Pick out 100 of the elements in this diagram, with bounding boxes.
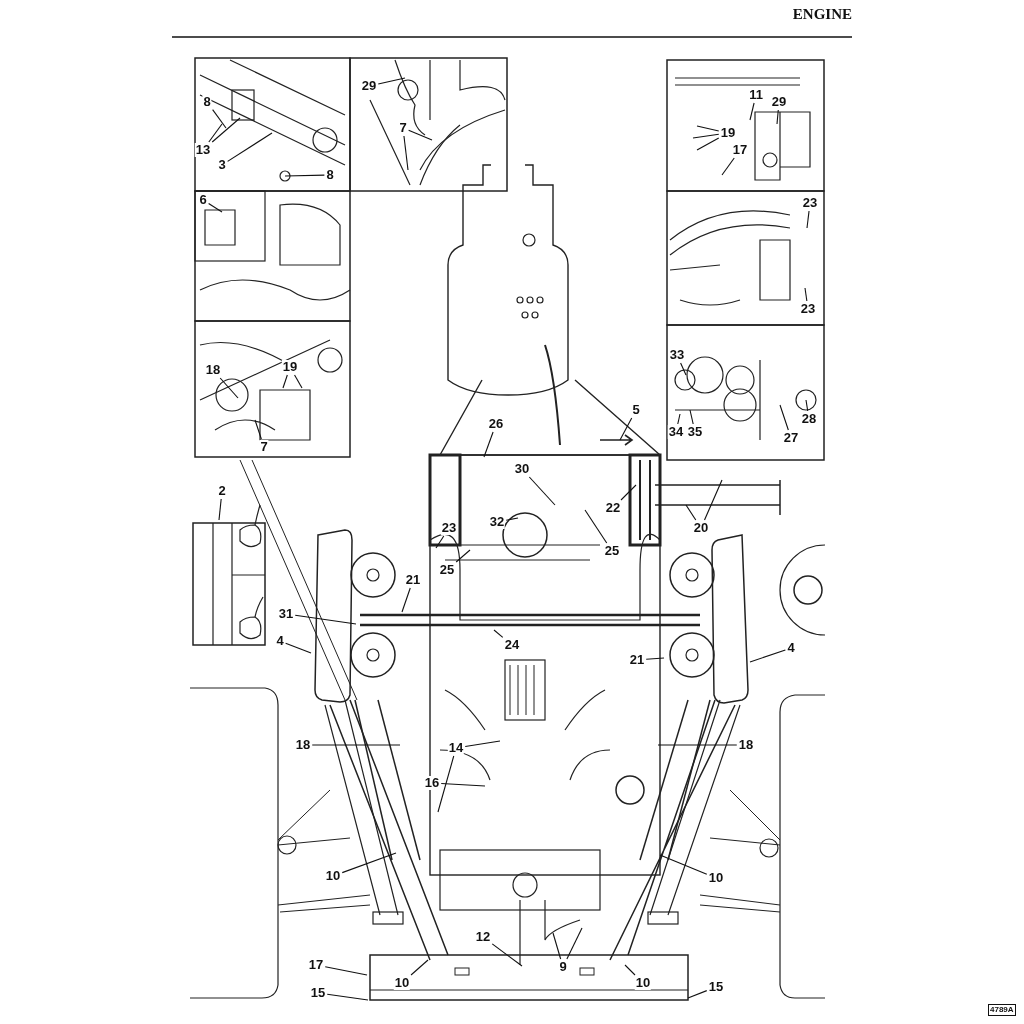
leader-line (696, 137, 720, 151)
leader-line (208, 123, 223, 143)
leader-line (227, 132, 273, 162)
callout-number: 27 (782, 431, 800, 445)
callout-number: 21 (404, 573, 422, 587)
leader-line (294, 614, 357, 625)
callout-number: 10 (707, 871, 725, 885)
callout-number: 35 (686, 425, 704, 439)
leader-line (294, 374, 303, 389)
callout-number: 29 (770, 95, 788, 109)
callout-number: 10 (324, 869, 342, 883)
leader-line (410, 959, 429, 976)
page-title: ENGINE (792, 6, 852, 23)
leader-line (455, 549, 471, 563)
leader-line (680, 362, 687, 376)
callout-number: 21 (628, 653, 646, 667)
callout-number: 18 (737, 738, 755, 752)
callout-number: 10 (634, 976, 652, 990)
leader-line (749, 649, 786, 663)
leader-line (624, 964, 636, 976)
leader-line (435, 535, 445, 549)
leader-line (805, 399, 809, 412)
leader-line (685, 504, 697, 521)
leader-line (657, 744, 738, 746)
callout-number: 9 (558, 960, 568, 974)
leader-line (584, 509, 608, 544)
callout-number: 23 (801, 196, 819, 210)
leader-line (408, 129, 433, 141)
callout-number: 2 (217, 484, 227, 498)
callout-number: 7 (398, 121, 408, 135)
leader-line (659, 854, 708, 875)
callout-number: 4 (275, 634, 285, 648)
leader-line (779, 404, 789, 431)
callout-number: 23 (799, 302, 817, 316)
leader-line (440, 782, 486, 787)
leader-line (806, 210, 810, 229)
callout-number: 15 (309, 986, 327, 1000)
leader-line (692, 133, 720, 139)
callout-number: 20 (692, 521, 710, 535)
callout-number: 10 (393, 976, 411, 990)
callout-number: 30 (513, 462, 531, 476)
callout-number: 13 (194, 143, 212, 157)
leader-line (341, 852, 397, 874)
leader-line (696, 125, 720, 132)
leader-line (212, 109, 227, 129)
callout-number: 4 (786, 641, 796, 655)
callout-number: 29 (360, 79, 378, 93)
leader-line (528, 476, 556, 506)
figure-number: 4789A (988, 1004, 1016, 1016)
leader-line (703, 479, 723, 521)
callout-number: 14 (447, 741, 465, 755)
leader-line (645, 657, 665, 660)
leader-line (687, 990, 708, 999)
leader-line (437, 755, 455, 813)
callout-number: 18 (294, 738, 312, 752)
callout-number: 5 (631, 403, 641, 417)
callout-number: 22 (604, 501, 622, 515)
leader-line (566, 927, 583, 960)
leader-line (326, 993, 369, 1001)
leader-line (483, 431, 494, 458)
leader-line (284, 174, 325, 177)
callout-number: 23 (440, 521, 458, 535)
leader-line (211, 117, 241, 143)
callout-number: 15 (707, 980, 725, 994)
leader-line (311, 744, 401, 746)
callout-number: 24 (503, 638, 521, 652)
callout-number: 26 (487, 417, 505, 431)
callout-number: 18 (204, 363, 222, 377)
leader-line (377, 77, 406, 85)
callout-number: 33 (668, 348, 686, 362)
callout-number: 31 (277, 607, 295, 621)
leader-line (282, 374, 288, 389)
callout-number: 12 (474, 930, 492, 944)
callout-number: 28 (800, 412, 818, 426)
callout-number: 3 (217, 158, 227, 172)
leader-line (401, 587, 411, 613)
leader-line (619, 417, 633, 441)
callout-number: 19 (719, 126, 737, 140)
callout-number: 25 (603, 544, 621, 558)
callout-number: 17 (731, 143, 749, 157)
leader-line (804, 287, 808, 302)
leader-line (677, 413, 681, 425)
callout-number: 32 (488, 515, 506, 529)
leader-line (208, 203, 223, 213)
leader-line (776, 109, 779, 125)
leader-line (285, 642, 312, 654)
callout-number: 8 (325, 168, 335, 182)
callout-number: 17 (307, 958, 325, 972)
leader-line (552, 932, 562, 960)
leader-line (721, 157, 735, 176)
leader-line (403, 135, 409, 171)
callout-number: 6 (198, 193, 208, 207)
leader-line (620, 484, 637, 501)
leader-line (505, 517, 519, 521)
leader-line (689, 409, 694, 425)
leader-line (218, 498, 222, 521)
callout-number: 34 (667, 425, 685, 439)
leader-line (491, 943, 523, 967)
callout-number: 8 (202, 95, 212, 109)
leader-line (254, 419, 262, 440)
